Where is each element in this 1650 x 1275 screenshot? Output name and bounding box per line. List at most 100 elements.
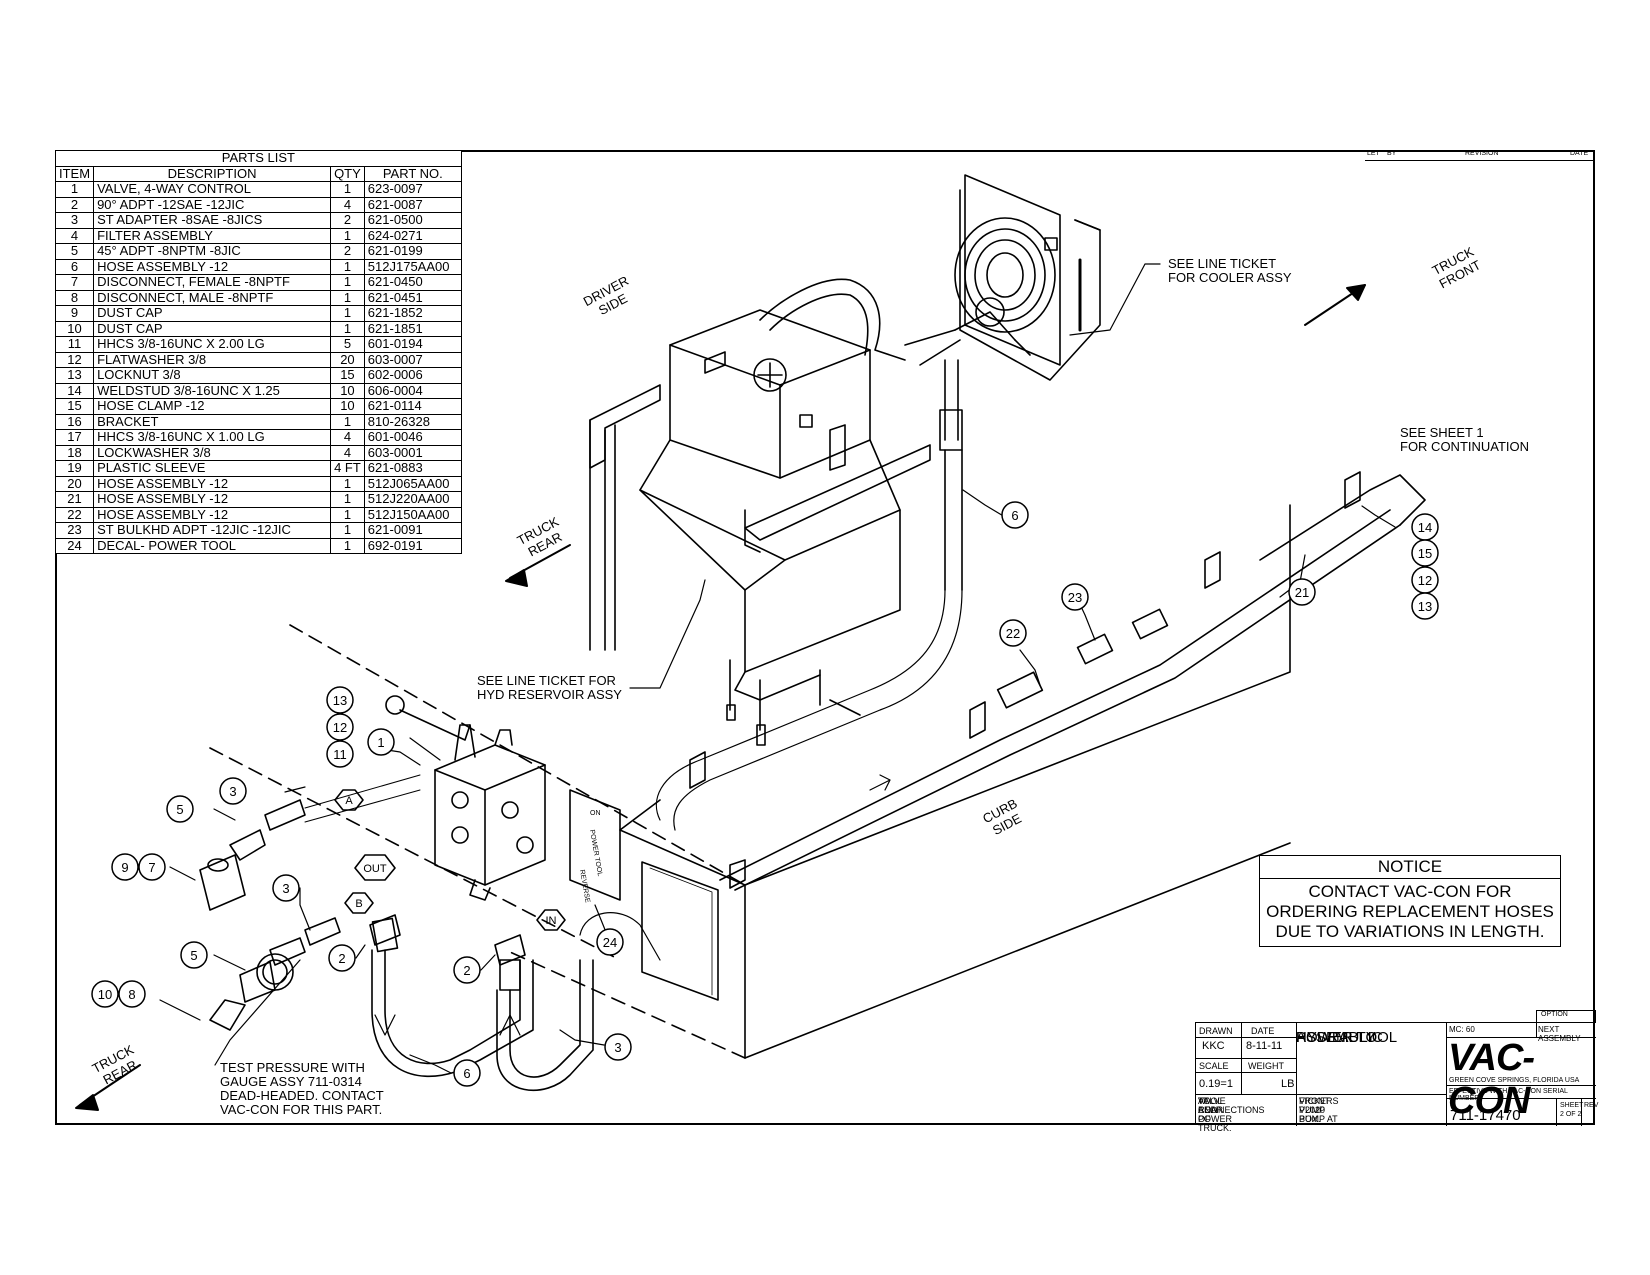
rev-date: DATE [1570,150,1589,157]
parts-cell-item: 22 [54,506,95,523]
reservoir-note-line1: SEE LINE TICKET FOR [477,673,616,688]
parts-cell-part-no: 621-0091 [363,522,462,539]
parts-cell-part-no: 512J175AA00 [363,258,462,275]
option-label: OPTION [1541,1011,1568,1018]
balloon-number: 6 [463,1066,470,1081]
balloon-number: 22 [1006,626,1020,641]
balloon-number: 9 [121,860,128,875]
balloon-number: 5 [190,948,197,963]
frame-rail [589,384,931,651]
parts-cell-description: DISCONNECT, MALE -8NPTF [93,289,332,306]
balloon-number: 12 [1418,573,1432,588]
parts-cell-item: 16 [54,413,95,430]
parts-cell-item: 19 [54,460,95,477]
date-value: 8-11-11 [1246,1040,1283,1052]
balloon-number: 21 [1295,585,1309,600]
test-pressure-line4: VAC-CON FOR THIS PART. [220,1102,382,1117]
weight-label: WEIGHT [1248,1061,1284,1071]
parts-cell-part-no: 512J220AA00 [363,491,462,508]
parts-cell-item: 17 [54,429,95,446]
decal-text: ON POWER TOOL REVERSE [578,810,603,904]
parts-cell-part-no: 621-0450 [363,274,462,291]
scale-label: SCALE [1199,1061,1229,1071]
balloon-number: 6 [1011,508,1018,523]
cooler-note-line2: FOR COOLER ASSY [1168,270,1292,285]
hose-6-lower [371,917,534,1078]
port-a-label: A [345,795,353,807]
header-part-no: PART NO. [363,165,462,182]
notice-box: NOTICE CONTACT VAC-CON FOR ORDERING REPL… [1259,855,1561,947]
parts-cell-qty: 20 [330,351,365,368]
rev-label: REV [1584,1102,1599,1109]
balloon-number: 2 [338,951,345,966]
parts-cell-part-no: 621-0451 [363,289,462,306]
drawing-border [55,150,1595,1125]
parts-cell-part-no: 624-0271 [363,227,462,244]
balloon-number: 14 [1418,520,1432,535]
parts-cell-part-no: 512J150AA00 [363,506,462,523]
balloon-number: 2 [463,963,470,978]
hose-6-vertical [655,359,963,831]
parts-cell-part-no: 810-26328 [363,413,462,430]
balloon-number: 3 [614,1040,621,1055]
control-valve [385,695,546,901]
port-b-label: B [355,898,362,910]
balloon-number: 5 [176,802,183,817]
parts-cell-part-no: 623-0097 [363,181,462,198]
parts-cell-part-no: 603-0007 [363,351,462,368]
parts-cell-item: 5 [54,243,95,260]
company-location: GREEN COVE SPRINGS, FLORIDA USA [1449,1077,1580,1084]
parts-cell-description: FILTER ASSEMBLY [93,227,332,244]
decal-on: ON [590,810,601,817]
balloon-number: 11 [333,747,347,762]
revision-block: LET BY REVISION DATE [1365,150,1595,161]
note-right-2: FRONT PUMP BOX. [1299,1096,1330,1124]
sheet-label: SHEET [1560,1102,1584,1109]
parts-list-header: ITEM DESCRIPTION QTY PART NO. [54,165,462,182]
rev-let: LET [1367,150,1380,157]
parts-cell-item: 15 [54,398,95,415]
notice-title: NOTICE [1260,856,1560,879]
parts-cell-description: DECAL- POWER TOOL [93,537,332,554]
parts-cell-part-no: 621-1851 [363,320,462,337]
parts-cell-item: 10 [54,320,95,337]
hose-3-lower [496,912,661,1092]
parts-cell-description: 45° ADPT -8NPTM -8JIC [93,243,332,260]
continuation-note-line2: FOR CONTINUATION [1400,439,1529,454]
notice-line-2: ORDERING REPLACEMENT HOSES [1266,902,1554,921]
direction-arrows [75,284,1366,1111]
parts-cell-part-no: 692-0191 [363,537,462,554]
rev-by: BY [1387,150,1397,157]
balloon-number: 1 [377,735,384,750]
title-block: DRAWN DATE KKC 8-11-11 SCALE WEIGHT 0.19… [1195,1010,1599,1133]
balloon-number: 10 [98,987,112,1002]
parts-cell-item: 24 [54,537,95,554]
test-pressure-line3: DEAD-HEADED. CONTACT [220,1088,384,1103]
continuation-note-line1: SEE SHEET 1 [1400,425,1484,440]
quick-disconnect-upper [199,774,421,911]
scale-value: 0.19=1 [1199,1078,1233,1090]
parts-list-table: PARTS LIST ITEM DESCRIPTION QTY PART NO.… [54,150,462,554]
date-label: DATE [1251,1026,1275,1036]
notice-line-3: DUE TO VARIATIONS IN LENGTH. [1275,922,1545,941]
oil-cooler [954,174,1101,381]
reservoir-cooler-hose [759,278,961,366]
balloon-number: 12 [333,720,347,735]
parts-cell-description: VALVE, 4-WAY CONTROL [93,181,332,198]
parts-cell-description: DUST CAP [93,320,332,337]
power-tool-decal [569,789,621,901]
balloon-number: 3 [282,881,289,896]
parts-cell-part-no: 621-0087 [363,196,462,213]
parts-cell-description: HOSE CLAMP -12 [93,398,332,415]
parts-cell-part-no: 606-0004 [363,382,462,399]
test-pressure-line2: GAUGE ASSY 711-0314 [220,1074,362,1089]
weight-value: LB [1281,1078,1295,1090]
